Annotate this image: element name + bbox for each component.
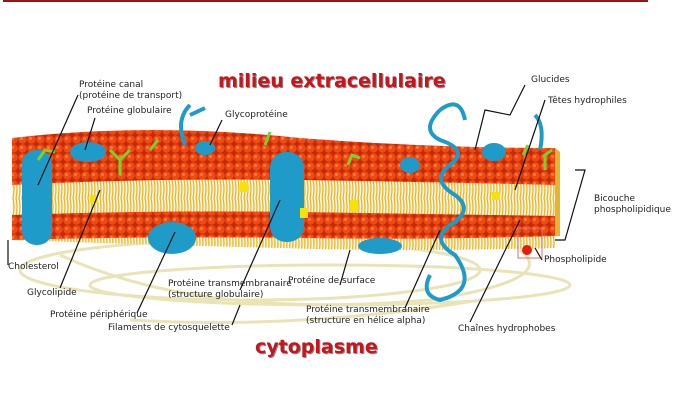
label-peripheral-protein: Protéine périphérique <box>50 310 148 320</box>
label-cholesterol: Cholesterol <box>8 262 59 272</box>
label-surface-protein: Protéine de surface <box>288 276 376 286</box>
globular-protein <box>70 142 106 162</box>
label-cytoskeleton-filaments: Filaments de cytosquelette <box>108 323 230 333</box>
label-text: (protéine de transport) <box>79 91 183 101</box>
label-text: Protéine transmembranaire <box>306 305 430 315</box>
label-glycoprotein: Glycoprotéine <box>225 110 288 120</box>
label-hydrophobic-chains: Chaînes hydrophobes <box>458 324 556 334</box>
phospholipid-box <box>517 227 543 259</box>
extracellular-region-label: milieu extracellulaire <box>218 70 446 92</box>
label-text: Protéine canal <box>79 80 144 90</box>
transmembrane-globular-protein <box>270 152 304 242</box>
label-transmembrane-globular: Protéine transmembranaire(structure glob… <box>168 279 292 301</box>
label-carbohydrates: Glucides <box>531 75 570 85</box>
surface-protein <box>358 238 402 254</box>
cytoplasm-region-label: cytoplasme <box>255 336 378 358</box>
label-channel-protein: Protéine canal(protéine de transport) <box>79 80 182 102</box>
label-text: phospholipidique <box>594 205 671 215</box>
label-hydrophilic-heads: Têtes hydrophiles <box>548 96 627 106</box>
label-text: Protéine transmembranaire <box>168 279 292 289</box>
channel-protein <box>22 150 52 245</box>
label-phospholipid: Phospholipide <box>544 255 607 265</box>
label-glycolipid: Glycolipide <box>27 288 77 298</box>
leader-lines <box>7 84 586 326</box>
label-text: Bicouche <box>594 194 636 204</box>
label-text: (structure en hélice alpha) <box>306 316 426 326</box>
helix-protein <box>179 102 544 303</box>
label-globular-protein: Protéine globulaire <box>87 106 172 116</box>
top-divider <box>3 0 648 2</box>
label-text: (structure globulaire) <box>168 290 264 300</box>
label-transmembrane-helix: Protéine transmembranaire(structure en h… <box>306 305 430 327</box>
sugar-chains <box>36 131 553 175</box>
cholesterol <box>90 182 500 218</box>
